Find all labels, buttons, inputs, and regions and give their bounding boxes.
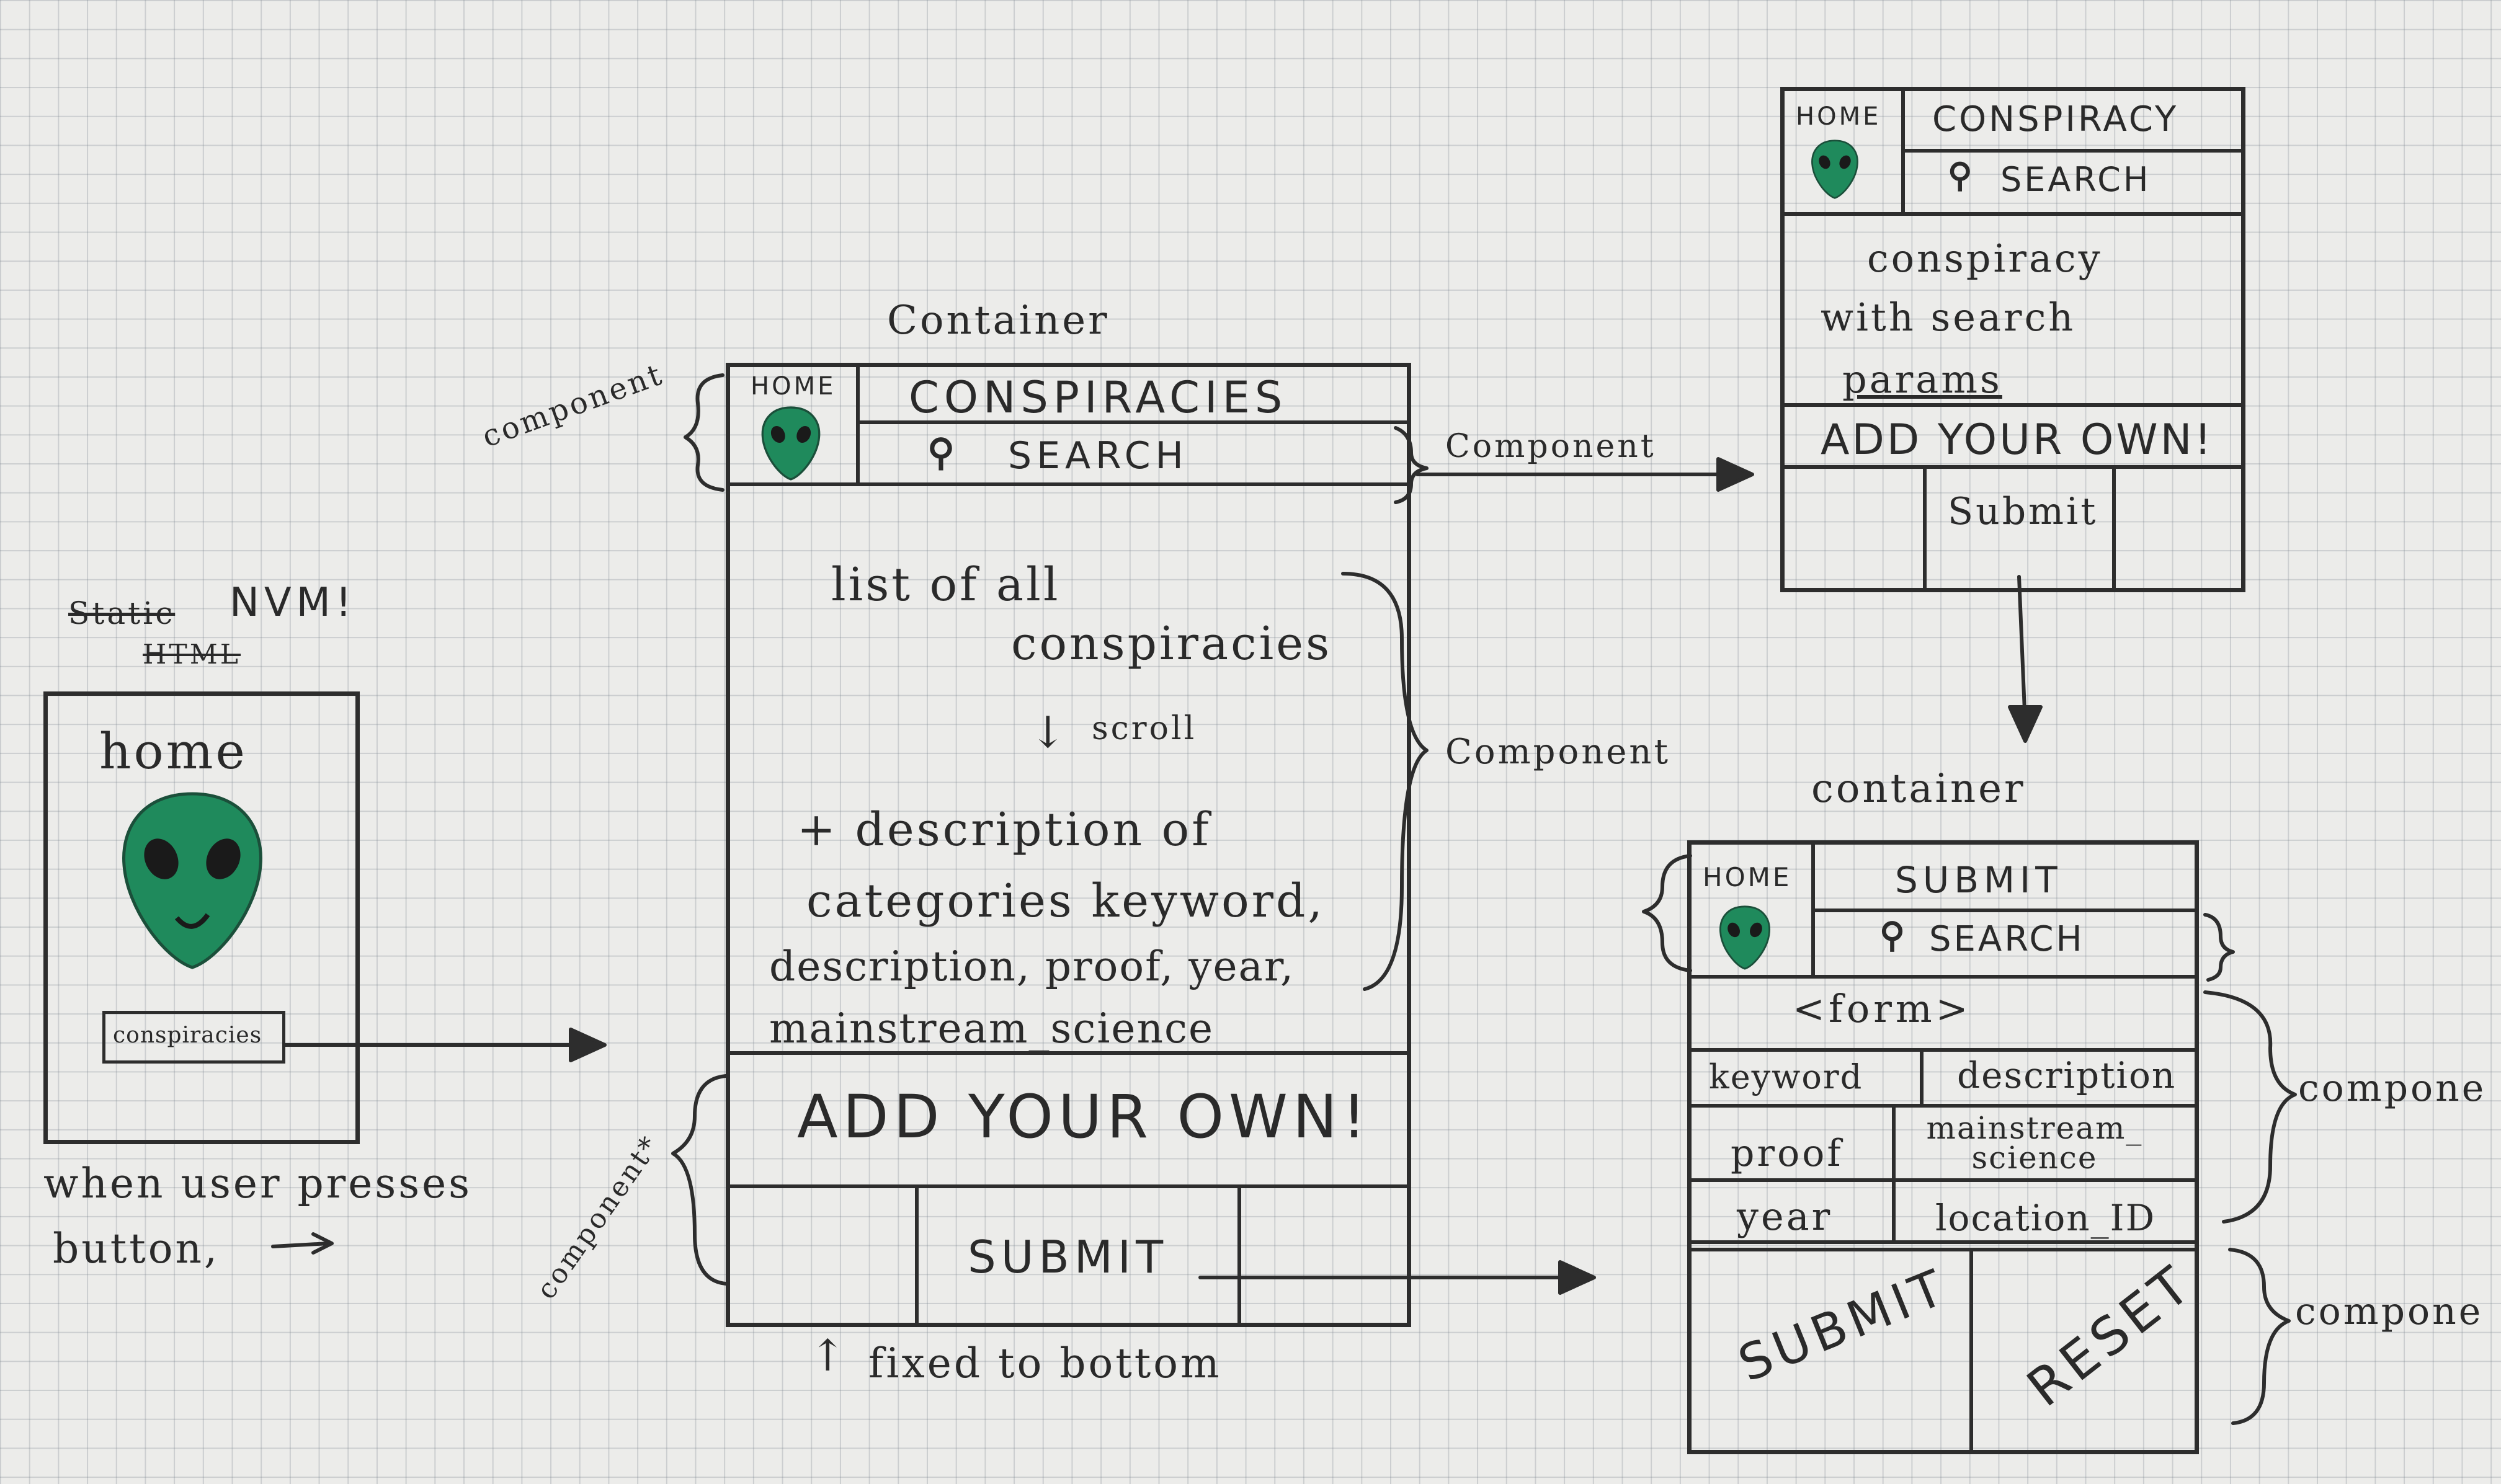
tr-home-label[interactable]: HOME	[1796, 102, 1881, 131]
main-title: CONSPIRACIES	[909, 372, 1288, 423]
br-form-col-divider-2	[1892, 1107, 1896, 1240]
tr-submit-right-line	[2112, 468, 2116, 589]
submit-page-mock	[1687, 840, 2199, 1454]
conspiracies-button-label: conspiracies	[113, 1023, 262, 1048]
arrowhead-main-to-top-right	[1716, 457, 1754, 492]
br-form-row-3-bottom	[1690, 1240, 2196, 1244]
main-fixed-arrow: ↑	[809, 1330, 849, 1381]
arrowhead-caption	[311, 1232, 334, 1255]
brace-main-search	[1394, 426, 1429, 504]
tr-submit-left-line	[1923, 468, 1927, 589]
brace-br-search	[2203, 913, 2235, 982]
arrowhead-top-right-to-bottom-right	[2008, 705, 2043, 743]
br-title: SUBMIT	[1895, 859, 2062, 901]
home-title: home	[99, 722, 247, 780]
main-submit-button[interactable]: SUBMIT	[968, 1231, 1169, 1283]
tr-submit-button[interactable]: Submit	[1948, 490, 2098, 533]
tr-header-divider-h	[1901, 149, 2242, 153]
left-caption-2: button,	[53, 1225, 220, 1273]
arrow-caption	[271, 1242, 331, 1248]
br-search-label[interactable]: SEARCH	[1929, 919, 2085, 959]
br-form-row-1-top	[1690, 1048, 2196, 1052]
brace-main-header	[684, 373, 724, 492]
br-alien-icon	[1719, 905, 1770, 970]
tr-body-bottom	[1783, 403, 2242, 407]
br-buttons-component-label: compone	[2295, 1290, 2484, 1333]
main-add-own[interactable]: ADD YOUR OWN!	[797, 1082, 1371, 1152]
brace-br-header	[1642, 854, 1692, 972]
main-submit-left-line	[915, 1188, 919, 1324]
br-buttons-top	[1690, 1248, 2196, 1251]
main-submit-right-line	[1237, 1188, 1241, 1324]
tr-body-line-1: conspiracy	[1867, 236, 2103, 281]
main-desc-line-4: mainstream_science	[769, 1005, 1215, 1052]
tr-search-icon[interactable]: ⚲	[1948, 155, 1975, 195]
br-fields-component-label: compone	[2298, 1067, 2487, 1110]
tr-add-own[interactable]: ADD YOUR OWN!	[1821, 415, 2214, 464]
main-body-component-label: Component	[1445, 732, 1671, 772]
main-scroll-arrow: ↓	[1030, 707, 1069, 758]
arrowhead-left-to-main	[569, 1028, 607, 1062]
main-header-divider-h	[856, 420, 1408, 424]
br-header-divider-h	[1811, 909, 2196, 912]
main-desc-line-3: description, proof, year,	[769, 943, 1295, 990]
main-footer-top	[729, 1051, 1408, 1055]
main-search-icon[interactable]: ⚲	[927, 431, 957, 474]
tr-header-bottom	[1783, 212, 2242, 216]
br-buttons-divider	[1969, 1250, 1973, 1451]
br-field-keyword[interactable]: keyword	[1709, 1057, 1863, 1096]
main-page-mock	[726, 363, 1411, 1327]
br-field-description[interactable]: description	[1957, 1054, 2177, 1096]
br-field-proof[interactable]: proof	[1731, 1132, 1843, 1175]
main-search-label[interactable]: SEARCH	[1008, 434, 1188, 478]
main-scroll-label: scroll	[1092, 710, 1197, 747]
tr-title: CONSPIRACY	[1932, 99, 2179, 140]
main-footer-mid	[729, 1184, 1408, 1188]
alien-logo	[122, 792, 262, 969]
main-home-label[interactable]: HOME	[751, 372, 836, 401]
main-fixed-note: fixed to bottom	[868, 1340, 1222, 1387]
tr-body-line-2: with search	[1821, 295, 2076, 340]
left-caption-1: when user presses	[43, 1160, 473, 1207]
br-header-bottom	[1690, 975, 2196, 979]
br-form-row-2-bottom	[1690, 1178, 2196, 1182]
main-body-line-2: conspiracies	[1011, 617, 1332, 670]
br-form-col-divider-1	[1920, 1051, 1924, 1107]
left-note: NVM!	[230, 580, 357, 626]
main-header-divider-v	[856, 366, 860, 484]
br-field-mainstream-science[interactable]: mainstream_ science	[1926, 1110, 2143, 1176]
main-search-component-label: Component	[1445, 428, 1656, 465]
br-field-location-id[interactable]: location_ID	[1935, 1197, 2156, 1239]
brace-main-body	[1341, 572, 1429, 991]
left-note-struck-2: HTML	[143, 639, 241, 670]
arrowhead-main-submit	[1558, 1260, 1596, 1295]
br-container-label: container	[1811, 766, 2026, 812]
main-desc-line-2: categories keyword,	[806, 874, 1325, 928]
br-search-icon[interactable]: ⚲	[1879, 915, 1908, 956]
main-alien-icon	[761, 406, 821, 481]
br-home-label[interactable]: HOME	[1703, 862, 1792, 892]
arrow-top-right-to-bottom-right	[2017, 575, 2027, 727]
left-note-struck: Static	[68, 595, 176, 631]
tr-add-own-bottom	[1783, 465, 2242, 469]
conspiracies-button[interactable]: conspiracies	[102, 1011, 285, 1064]
main-desc-line-1: + description of	[797, 803, 1211, 856]
main-body-line-1: list of all	[831, 558, 1061, 611]
brace-main-footer	[671, 1074, 728, 1286]
tr-search-label[interactable]: SEARCH	[2000, 160, 2151, 199]
conspiracy-page-mock	[1780, 87, 2245, 592]
brace-br-fields	[2203, 990, 2297, 1224]
tr-body-line-3: params	[1842, 357, 2002, 402]
main-container-label: Container	[887, 298, 1110, 344]
br-form-label: <form>	[1793, 986, 1972, 1031]
home-page-mock	[43, 691, 360, 1144]
tr-alien-icon	[1811, 140, 1858, 199]
main-header-bottom	[729, 482, 1408, 486]
brace-br-buttons	[2228, 1248, 2291, 1425]
br-field-year[interactable]: year	[1737, 1194, 1833, 1239]
br-form-row-1-bottom	[1690, 1104, 2196, 1108]
